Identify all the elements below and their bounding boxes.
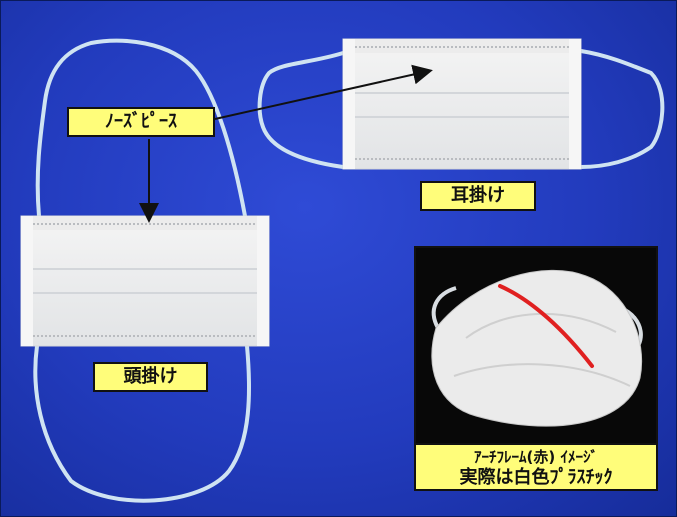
arch-frame-caption-line1: ｱｰﾁﾌﾚｰﾑ(赤) ｲﾒｰｼﾞ [474,448,598,466]
arch-frame-inset: ｱｰﾁﾌﾚｰﾑ(赤) ｲﾒｰｼﾞ 実際は白色ﾌﾟﾗｽﾁｯｸ [414,246,658,491]
ear-loop-strap [257,49,665,169]
arch-frame-caption: ｱｰﾁﾌﾚｰﾑ(赤) ｲﾒｰｼﾞ 実際は白色ﾌﾟﾗｽﾁｯｸ [416,443,656,489]
ear-loop-label: 耳掛け [420,181,536,211]
ear-loop-mask [342,38,582,170]
nose-piece-label: ﾉｰｽﾞﾋﾟｰｽ [67,107,215,137]
arch-frame-caption-line2: 実際は白色ﾌﾟﾗｽﾁｯｸ [459,467,613,488]
head-tie-label: 頭掛け [93,362,208,392]
arch-frame-photo [416,248,656,443]
head-tie-strap [33,38,251,503]
arrow-to-ear-loop-nose-piece [214,64,433,120]
head-tie-mask [20,215,270,347]
